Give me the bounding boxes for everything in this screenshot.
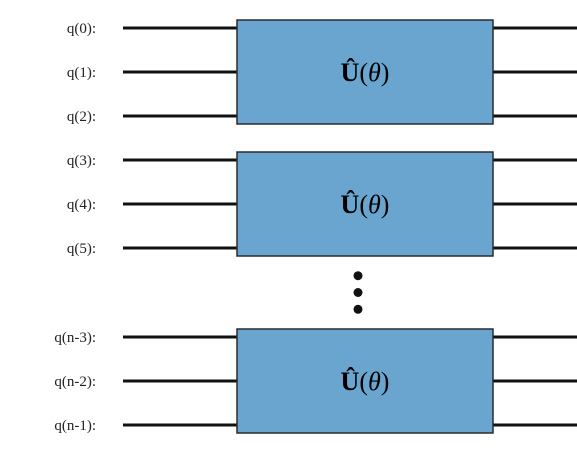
ellipsis-dot bbox=[353, 304, 363, 314]
gate-operator: Û bbox=[341, 367, 360, 396]
ellipsis-dot bbox=[353, 288, 363, 297]
gate-label: Û(θ) bbox=[341, 58, 390, 87]
wire-label: q(1): bbox=[67, 65, 96, 81]
gate-operator: Û bbox=[341, 190, 360, 219]
gate-label: Û(θ) bbox=[341, 190, 390, 219]
gate-paren-open: ( bbox=[359, 367, 368, 396]
gate-label: Û(θ) bbox=[341, 367, 390, 396]
wire-label: q(3): bbox=[67, 153, 96, 169]
gate-operator: Û bbox=[341, 58, 360, 87]
gates-layer: Û(θ)Û(θ)Û(θ) bbox=[236, 19, 494, 434]
gate-parameter: θ bbox=[368, 367, 381, 396]
wire-label: q(4): bbox=[67, 197, 96, 213]
gate-box bbox=[236, 19, 494, 125]
wire-label: q(5): bbox=[67, 241, 96, 257]
gate-paren-close: ) bbox=[381, 190, 390, 219]
gate-box bbox=[236, 328, 494, 434]
gate-box bbox=[236, 151, 494, 257]
wire-label: q(2): bbox=[67, 109, 96, 125]
wire-labels: q(0): q(1): q(2): q(3): q(4): q(5): q(n-3): q(n… bbox=[54, 21, 96, 434]
gate-paren-open: ( bbox=[359, 58, 368, 87]
wire-label: q(n-2): bbox=[54, 374, 96, 390]
gate-paren-close: ) bbox=[381, 58, 390, 87]
gate-paren-open: ( bbox=[359, 190, 368, 219]
gate-parameter: θ bbox=[368, 58, 381, 87]
gate-paren-close: ) bbox=[381, 367, 390, 396]
ellipsis-dots bbox=[353, 271, 363, 314]
wire-label: q(0): bbox=[67, 21, 96, 37]
wire-label: q(n-1): bbox=[54, 418, 96, 434]
ellipsis-dot bbox=[353, 271, 363, 281]
gate-parameter: θ bbox=[368, 190, 381, 219]
wire-label: q(n-3): bbox=[54, 330, 96, 346]
